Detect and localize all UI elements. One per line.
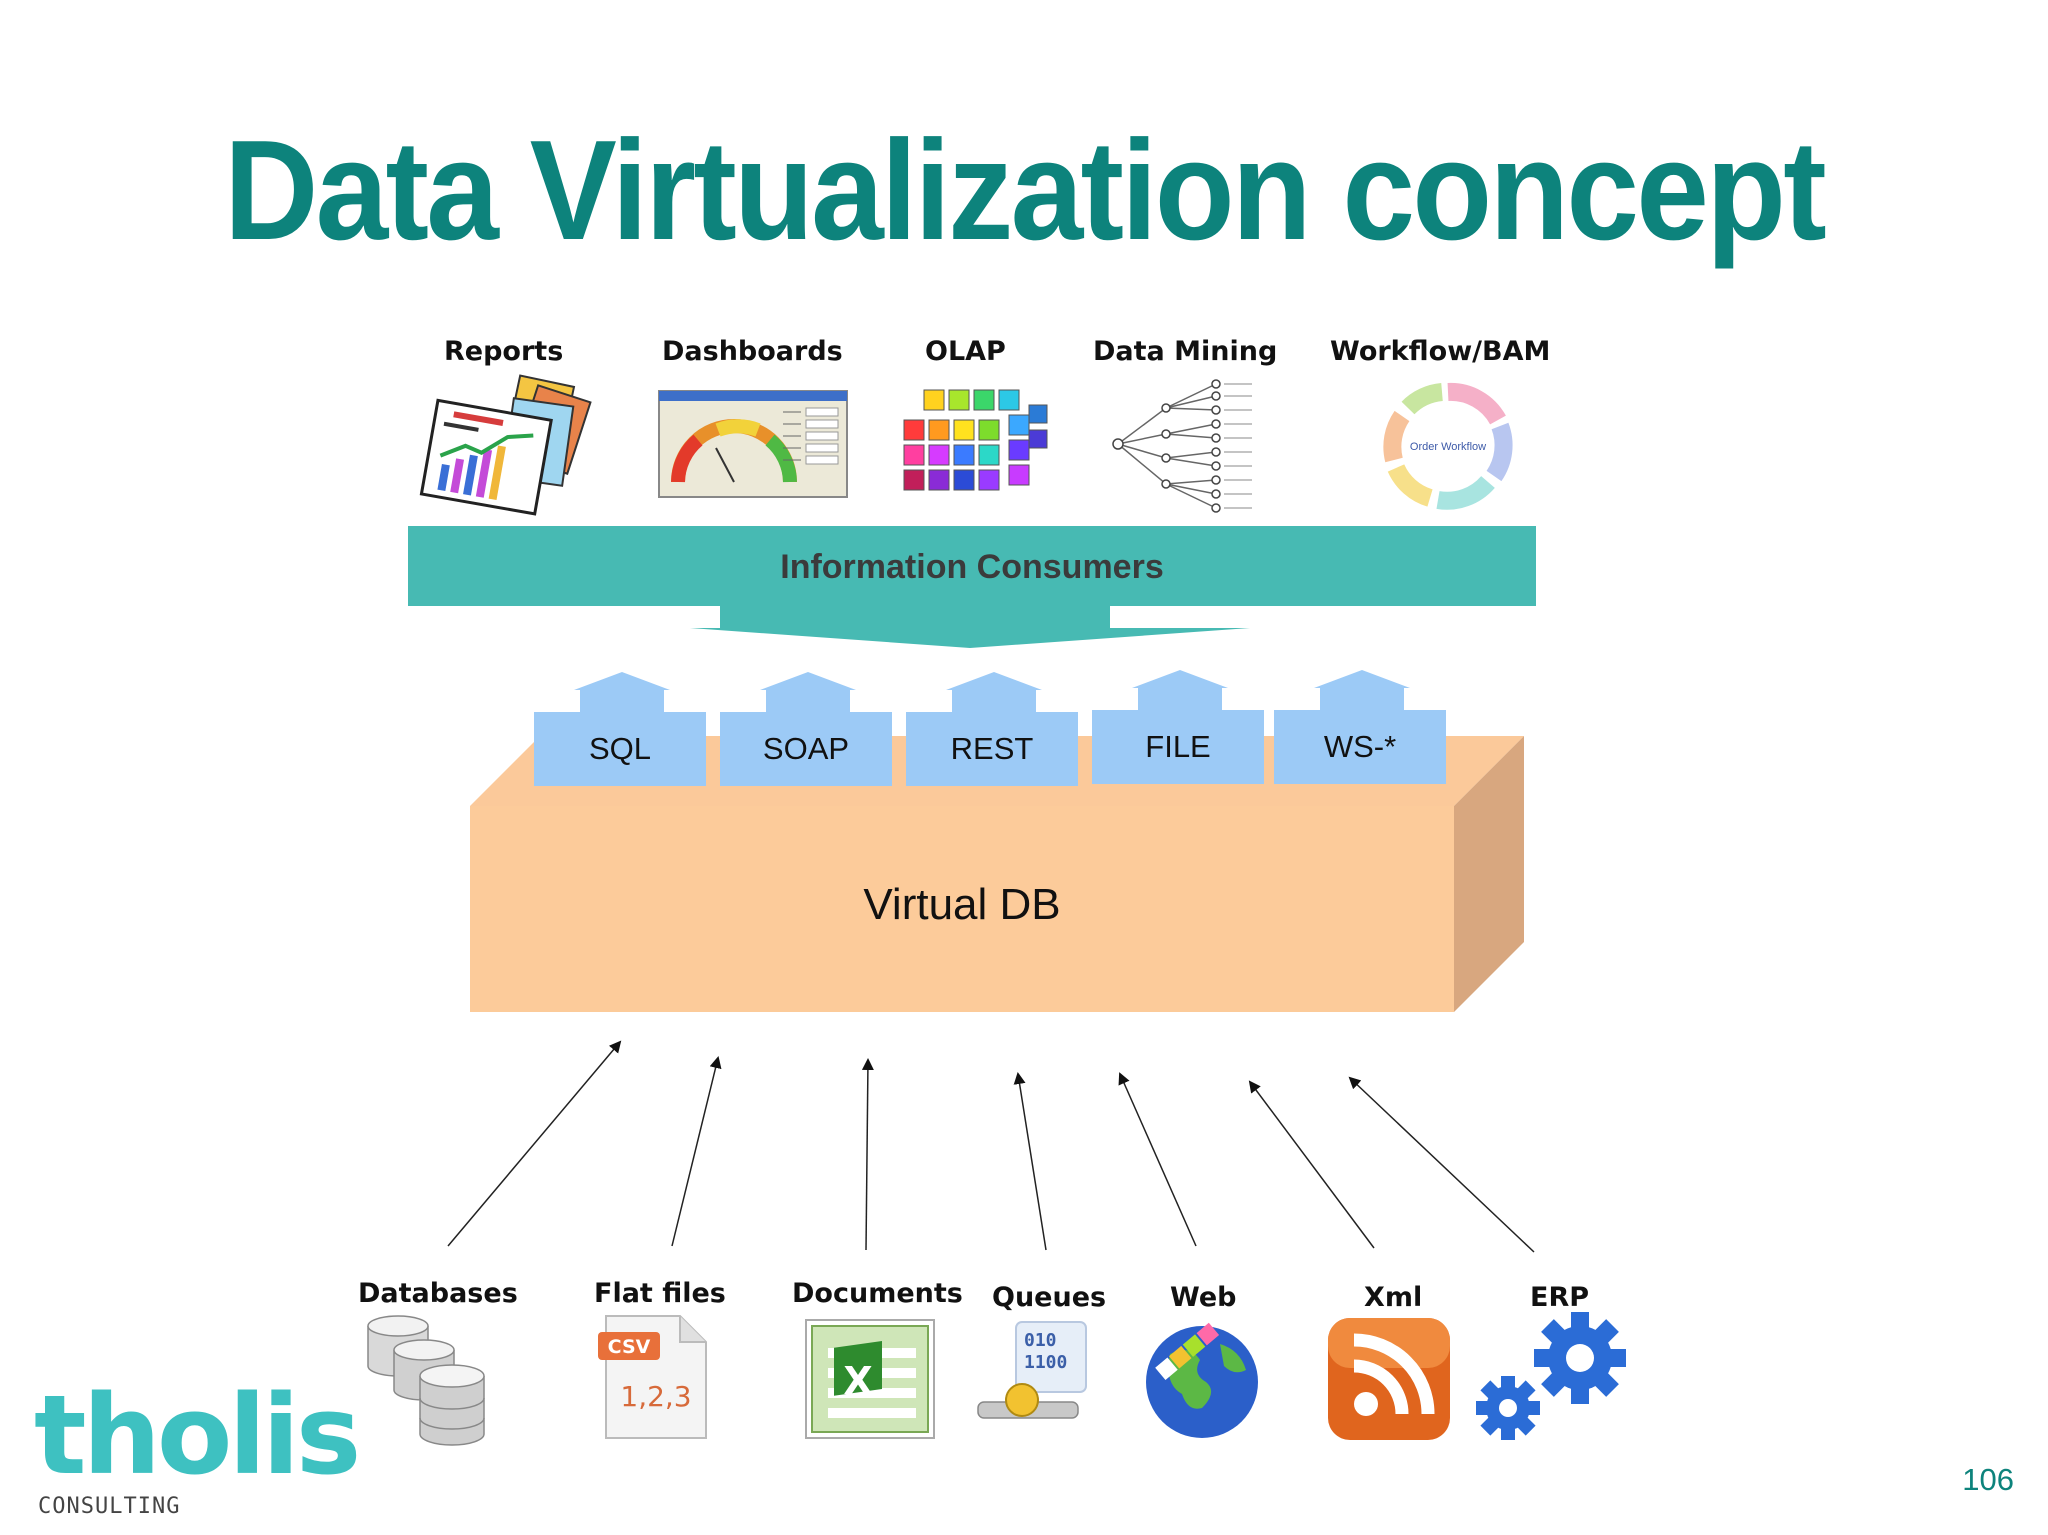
source-label-flat-files: Flat files	[594, 1278, 726, 1309]
arrow-documents	[861, 1058, 874, 1251]
consumer-label-dashboards: Dashboards	[662, 336, 843, 367]
consumer-label-reports: Reports	[444, 336, 564, 367]
protocol-ws: WS-*	[1274, 710, 1446, 784]
arrow-flat-files	[671, 1056, 722, 1247]
dashboard-gauge-icon	[658, 390, 848, 498]
consumer-label-olap: OLAP	[925, 336, 1006, 367]
protocol-arrow-rest	[946, 672, 1042, 712]
protocol-arrow-ws	[1314, 670, 1410, 710]
queue-bits-1: 010	[1024, 1330, 1057, 1351]
arrow-xml	[1248, 1080, 1375, 1249]
company-logo: tholis	[34, 1371, 361, 1499]
workflow-center-label: Order Workflow	[1410, 441, 1486, 453]
source-label-queues: Queues	[992, 1282, 1107, 1313]
arrow-web	[1118, 1072, 1197, 1247]
virtual-db-label: Virtual DB	[863, 880, 1061, 929]
source-label-erp: ERP	[1530, 1282, 1590, 1313]
csv-badge-label: CSV	[608, 1336, 651, 1358]
page-title: Data Virtualization concept	[224, 111, 1827, 270]
gears-icon	[1476, 1312, 1626, 1440]
arrow-databases	[447, 1040, 622, 1247]
decision-tree-icon	[1112, 379, 1252, 513]
information-consumers-label: Information Consumers	[780, 548, 1164, 586]
protocol-arrow-file	[1132, 670, 1228, 710]
information-consumers-banner	[408, 526, 1536, 606]
queue-bits-2: 1100	[1024, 1352, 1067, 1373]
company-logo-subtitle: CONSULTING	[38, 1494, 181, 1519]
arrow-queues	[1013, 1072, 1047, 1251]
queue-icon: 010 1100	[977, 1321, 1087, 1419]
source-label-documents: Documents	[792, 1278, 963, 1309]
excel-document-icon: X	[805, 1319, 935, 1439]
protocol-file: FILE	[1092, 710, 1264, 784]
database-stack-icon	[367, 1315, 485, 1446]
source-label-databases: Databases	[358, 1278, 518, 1309]
rss-feed-icon	[1328, 1318, 1450, 1440]
svg-text:X: X	[843, 1359, 872, 1403]
protocol-arrow-soap	[760, 672, 856, 712]
csv-file-icon: CSV 1,2,3	[598, 1315, 707, 1439]
consumer-label-workflow-bam: Workflow/BAM	[1330, 336, 1551, 367]
consumers-funnel-arrow	[690, 604, 1250, 648]
protocol-rest: REST	[906, 712, 1078, 786]
protocol-soap: SOAP	[720, 712, 892, 786]
source-label-xml: Xml	[1364, 1282, 1423, 1313]
consumer-label-data-mining: Data Mining	[1093, 336, 1278, 367]
page-number: 106	[1962, 1462, 2014, 1497]
arrow-erp	[1348, 1076, 1535, 1253]
protocol-arrow-sql	[574, 672, 670, 712]
olap-cube-icon	[903, 389, 1048, 491]
workflow-cycle-icon: Order Workflow	[1383, 382, 1513, 510]
csv-values-label: 1,2,3	[620, 1380, 691, 1413]
globe-icon	[1146, 1322, 1258, 1438]
protocol-sql: SQL	[534, 712, 706, 786]
source-label-web: Web	[1170, 1282, 1237, 1313]
reports-icon	[419, 374, 592, 516]
